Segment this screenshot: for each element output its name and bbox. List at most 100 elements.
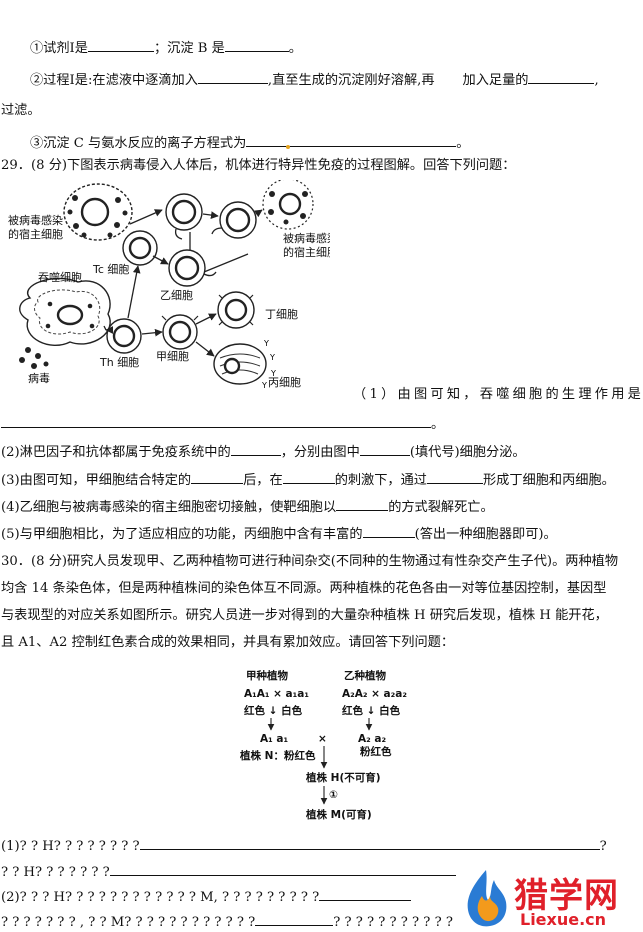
label-virus: 病毒 — [28, 371, 50, 385]
answer-blank[interactable] — [139, 836, 600, 850]
q28-comma: , — [594, 73, 599, 88]
q29-s3-text: 的刺激下，通过 — [334, 473, 427, 488]
q30-line4: 且 A1、A2 控制红色素合成的效果相同，并具有累加效应。请回答下列问题： — [1, 635, 455, 650]
jia-cell — [161, 314, 199, 350]
q29-s1-char: 知 — [446, 387, 461, 402]
q29-s3-text: (3)由图可知，甲细胞结合特定的 — [1, 473, 192, 488]
q29-s2-text: (填代号)细胞分泌。 — [409, 445, 526, 460]
q29-s1-char: 图 — [413, 387, 428, 402]
logo-url: Liexue.cn — [520, 910, 607, 929]
phagocyte — [19, 277, 111, 347]
q29-s1-char: （ — [353, 387, 367, 402]
answer-blank[interactable] — [109, 862, 564, 876]
q29-s1-char: 胞 — [529, 387, 543, 402]
q29-s5-text: (5)与甲细胞相比，为了适应相应的功能，丙细胞中含有丰富的 — [1, 527, 363, 542]
label-bing-cell: 丙细胞 — [268, 376, 301, 389]
q29-s1-char: ， — [463, 387, 477, 402]
answer-blank[interactable] — [246, 133, 457, 149]
q28-equation-label: ③沉淀 C 与氨水反应的离子方程式为 — [30, 136, 247, 151]
q29-s1-char: 的 — [545, 387, 559, 402]
q29-s5: (5)与甲细胞相比，为了适应相应的功能，丙细胞中含有丰富的(答出一种细胞器即可)… — [1, 524, 557, 544]
cross-sign: × — [318, 733, 327, 745]
q28-add-label: 加入足量的 — [462, 73, 529, 88]
answer-blank[interactable] — [1, 414, 431, 428]
q28-reagent-label: ①试剂Ⅰ是 — [30, 41, 88, 56]
q29-s1-char: 理 — [578, 387, 592, 402]
q29-s1-char: 细 — [512, 387, 526, 402]
jia-f1-genotype: A₁ a₁ — [260, 733, 288, 745]
hybrid-cross-diagram: 甲种植物 乙种植物 A₁A₁ × a₁a₁ A₂A₂ × a₂a₂ 红色 ↓ 白… — [239, 669, 407, 821]
q28-filter-text: 过滤。 — [1, 103, 41, 118]
q29-s4-text: (4)乙细胞与被病毒感染的宿主细胞密切接触，使靶细胞以 — [1, 500, 337, 515]
label-tc-cell: Tc 细胞 — [92, 263, 129, 276]
answer-blank[interactable] — [224, 38, 289, 52]
plant-h-label: 植株 H(不可育) — [305, 771, 381, 784]
answer-blank[interactable] — [191, 470, 244, 484]
jia-parent-phenotype: 红色 ↓ 白色 — [244, 704, 303, 717]
q28-process-text: ,直至生成的沉淀刚好溶解,再 — [267, 73, 435, 88]
garbled-text: ? ? ? ? ? ? ? ? ? ? ? ? — [333, 915, 465, 930]
answer-blank[interactable] — [359, 442, 410, 456]
q29-s1-char: 可 — [430, 387, 444, 402]
q29-s1-char: 作 — [594, 387, 608, 402]
answer-blank[interactable] — [282, 470, 335, 484]
th-cell — [106, 318, 142, 354]
q29-s1-char: 生 — [561, 387, 576, 402]
label-infected-host-left: 的宿主细胞 — [8, 227, 63, 241]
q29-s1-period: 。 — [431, 417, 445, 432]
garbled-text: (2)? ? ? H? ? ? ? ? ? ? ? ? ? ? ? M, ? ?… — [1, 890, 320, 905]
q30-garbled-2a: (2)? ? ? H? ? ? ? ? ? ? ? ? ? ? ? M, ? ?… — [1, 887, 412, 907]
tc-cell — [122, 230, 158, 266]
logo-name: 猎学网 — [514, 876, 619, 916]
answer-blank[interactable] — [336, 497, 389, 511]
svg-text:Y: Y — [269, 353, 275, 362]
q30-line1: 30．(8 分)研究人员发现甲、乙两种植物可进行种间杂交(不同种的生物通过有性杂… — [1, 554, 619, 569]
q29-s2-text: ，分别由图中 — [280, 445, 360, 460]
garbled-text: (1)? ? H? ? ? ? ? ? ? ? — [1, 839, 140, 854]
answer-blank[interactable] — [427, 470, 483, 484]
answer-blank[interactable] — [87, 38, 154, 52]
label-infected-host-right: 被病毒感染 — [283, 231, 330, 245]
svg-text:Y: Y — [270, 369, 276, 378]
q29-s1-char: ） — [381, 387, 395, 402]
svg-text:Y: Y — [261, 381, 267, 390]
q28-process-label: ②过程Ⅰ是:在滤液中逐滴加入 — [30, 73, 198, 88]
label-jia-cell: 甲细胞 — [156, 350, 189, 363]
label-th-cell: Th 细胞 — [99, 356, 139, 369]
q29-s1-char: 由 — [397, 387, 411, 402]
immune-response-figure: 被病毒感染 的宿主细胞 Tc 细胞 被病毒感染 的宿主细胞 乙细胞 — [8, 180, 330, 390]
q29-s4-text: 的方式裂解死亡。 — [388, 500, 494, 515]
yi-f1-phenotype: 粉红色 — [360, 745, 392, 758]
answer-blank[interactable] — [230, 442, 281, 456]
q29-s2: (2)淋巴因子和抗体都属于免疫系统中的，分别由图中(填代号)细胞分泌。 — [1, 442, 526, 462]
infected-host-cell-left — [63, 183, 133, 241]
q28-period: 。 — [288, 41, 302, 56]
answer-blank[interactable] — [197, 70, 268, 84]
site-logo: 猎学网 Liexue.cn — [456, 866, 643, 932]
yi-parent-phenotype: 红色 ↓ 白色 — [342, 704, 401, 717]
q28-precip-label: ；沉淀 B 是 — [153, 41, 225, 56]
label-infected-host-right: 的宿主细胞 — [283, 245, 330, 259]
answer-blank[interactable] — [528, 70, 595, 84]
q29-s1-continuation: 。 — [1, 414, 444, 434]
step-marker: ① — [329, 789, 338, 801]
ding-cell — [217, 291, 255, 329]
q28-line2: ②过程Ⅰ是:在滤液中逐滴加入 ,直至生成的沉淀刚好溶解,再 加入足量的, — [30, 70, 599, 90]
q29-s3: (3)由图可知，甲细胞结合特定的后，在的刺激下，通过形成丁细胞和丙细胞。 — [1, 470, 615, 490]
answer-blank[interactable] — [362, 524, 415, 538]
label-yi-cell: 乙细胞 — [160, 289, 193, 302]
jia-parent-cross: A₁A₁ × a₁a₁ — [244, 688, 309, 700]
q30-garbled-2b: ? ? ? ? ? ? ? , ? ? M? ? ? ? ? ? ? ? ? ?… — [1, 912, 464, 932]
q30-line3: 与表现型的对应关系如图所示。研究人员进一步对得到的大量杂种植株 H 研究后发现，… — [1, 608, 608, 623]
flame-logo-icon — [467, 870, 507, 927]
garbled-text: ? ? H? ? ? ? ? ? ? — [1, 865, 110, 880]
label-infected-host-left: 被病毒感染 — [8, 213, 63, 227]
answer-blank[interactable] — [255, 912, 334, 926]
q28-line3: ③沉淀 C 与氨水反应的离子方程式为。 — [30, 133, 469, 153]
answer-blank[interactable] — [319, 887, 412, 901]
yi-cell — [168, 249, 217, 287]
q29-intro: 29．(8 分)下图表示病毒侵入人体后，机体进行特异性免疫的过程图解。回答下列问… — [1, 158, 516, 173]
plant-n-label: 植株 N：粉红色 — [239, 749, 316, 762]
svg-text:Y: Y — [263, 339, 269, 348]
q29-s1-char: 噬 — [496, 387, 510, 402]
